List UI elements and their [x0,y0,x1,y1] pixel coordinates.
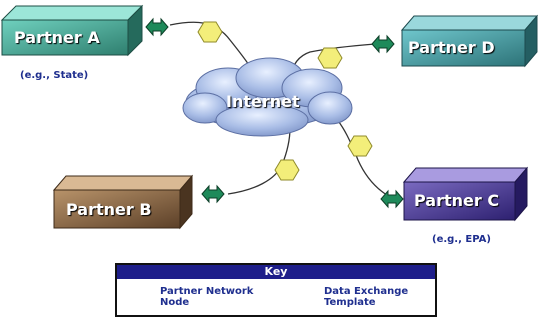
partner-c-sublabel: (e.g., EPA) [432,234,491,245]
internet-label: Internet [226,92,300,111]
key-title: Key [117,265,435,279]
key-node-line2: Node [160,297,190,308]
key-legend: Key Partner Network Node Data Exchange T… [115,263,437,317]
partner-a-sublabel: (e.g., State) [20,70,89,81]
key-template-line2: Template [324,297,376,308]
template-d-hexagon-icon [317,47,343,69]
template-c-hexagon-icon [347,135,373,157]
partner-b-label: Partner B [66,200,152,219]
key-node-text: Partner Network Node [160,286,253,308]
partner-d-label: Partner D [408,38,495,57]
key-template-text: Data Exchange Template [324,286,408,308]
template-b-hexagon-icon [274,159,300,181]
partner-c-label: Partner C [414,191,500,210]
partner-b-node-icon [201,185,225,203]
partner-a-label: Partner A [14,28,100,47]
partner-d-box [400,14,539,68]
template-a-hexagon-icon [197,21,223,43]
line-c-internet [335,117,391,198]
key-node-line1: Partner Network [160,286,254,297]
partner-d-node-icon [371,35,395,53]
partner-a-node-icon [145,18,169,36]
partner-a-box [0,4,144,57]
partner-b-box [52,174,194,230]
key-template-line1: Data Exchange [324,286,409,297]
partner-c-box [402,166,529,222]
internet-cloud [182,57,353,137]
